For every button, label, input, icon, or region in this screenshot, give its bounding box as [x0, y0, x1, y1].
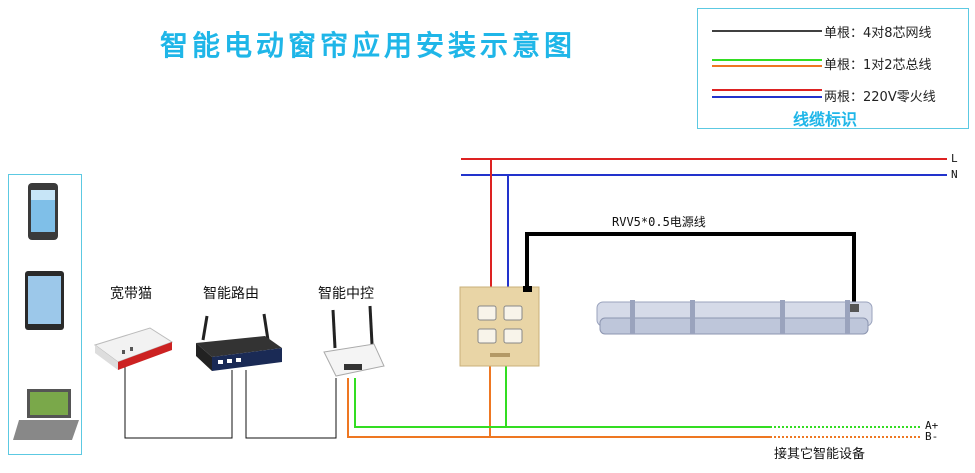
modem-icon: [93, 327, 174, 370]
bus-a-label: A+: [925, 419, 939, 432]
router-label: 智能路由: [203, 286, 259, 302]
curtain-rail-icon: [596, 300, 873, 335]
modem-label: 宽带猫: [110, 286, 152, 302]
legend-swatch-mains: [712, 89, 822, 98]
legend-label: 两根：220V零火线: [824, 90, 936, 105]
neutral-label: N: [951, 168, 958, 181]
legend-title: 线缆标识: [793, 110, 858, 129]
network-cable-router-controller: [245, 370, 337, 439]
live-label: L: [951, 152, 958, 165]
page-title: 智能电动窗帘应用安装示意图: [160, 29, 577, 62]
bus-b-label: B-: [925, 430, 939, 443]
controller-label: 智能中控: [318, 286, 374, 302]
bus-a-line: [354, 378, 770, 428]
power-cable-label: RVV5*0.5电源线: [612, 215, 706, 229]
legend-item-network: 单根：4对8芯网线: [698, 20, 968, 42]
router-icon: [196, 313, 282, 371]
legend-swatch-network: [712, 30, 822, 32]
power-cable: [525, 232, 856, 306]
cable-legend: 单根：4对8芯网线 单根：1对2芯总线 两根：220V零火线: [697, 8, 969, 129]
legend-swatch-bus: [712, 59, 822, 67]
motor-connector: [850, 304, 859, 312]
terminal-devices-panel: [8, 174, 82, 455]
tablet-icon: [25, 271, 64, 330]
smartphone-icon: [28, 183, 58, 240]
switch-panel-icon: [459, 286, 540, 367]
other-devices-label: 接其它智能设备: [774, 447, 866, 462]
controller-icon: [323, 305, 385, 377]
bus-b-line: [347, 378, 770, 438]
legend-label: 单根：4对8芯网线: [824, 26, 932, 41]
legend-item-bus: 单根：1对2芯总线: [698, 52, 968, 74]
legend-label: 单根：1对2芯总线: [824, 58, 932, 73]
network-cable-modem-router: [124, 362, 233, 439]
legend-item-mains: 两根：220V零火线: [698, 84, 968, 106]
laptop-icon: [13, 389, 79, 440]
power-cable-end: [523, 286, 532, 292]
